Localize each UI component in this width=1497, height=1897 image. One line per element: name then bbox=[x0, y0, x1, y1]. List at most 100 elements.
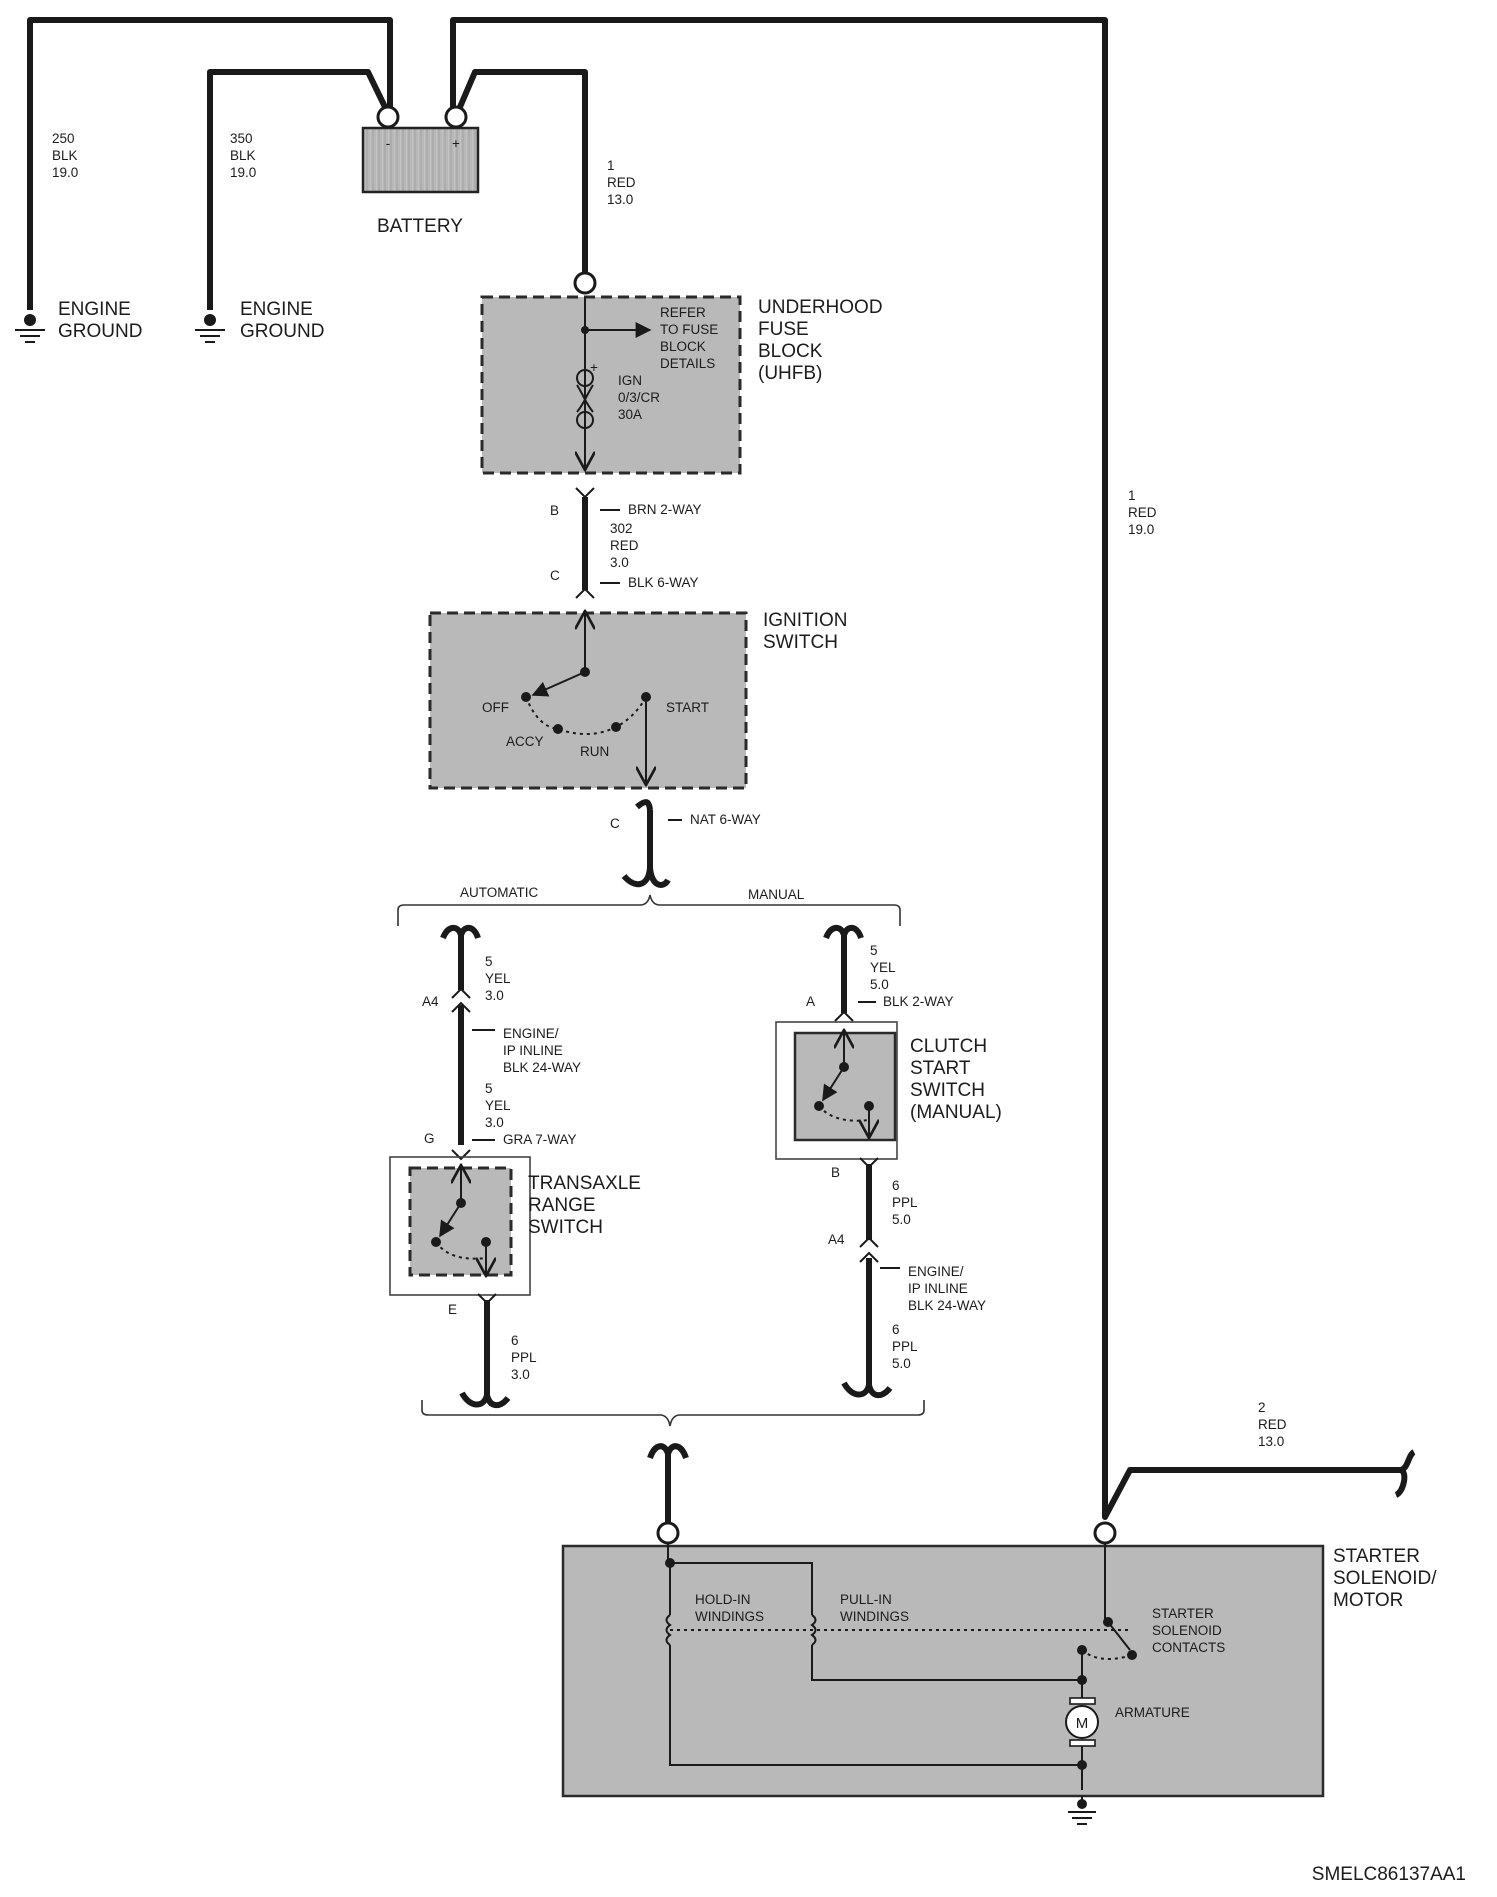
hold-in-windings-label: HOLD-IN WINDINGS bbox=[695, 1592, 764, 1624]
auto-conn-a4-pin: A4 bbox=[422, 994, 439, 1009]
refer-fuse-details-label: REFER TO FUSE BLOCK DETAILS bbox=[660, 305, 718, 371]
fuse-plus-mark: + bbox=[590, 360, 598, 375]
svg-text:BLK 6-WAY: BLK 6-WAY bbox=[628, 575, 699, 590]
manual-top-connector bbox=[823, 924, 864, 1022]
starter-solenoid-motor: M HOLD-IN WINDINGS PULL-IN WINDINGS STAR… bbox=[561, 1543, 1325, 1798]
svg-text:6: 6 bbox=[892, 1178, 900, 1193]
manual-wire-6-ppl-mid-label: 6 PPL 5.0 bbox=[892, 1178, 918, 1227]
svg-text:PPL: PPL bbox=[892, 1195, 918, 1210]
svg-text:WINDINGS: WINDINGS bbox=[695, 1609, 764, 1624]
svg-text:2: 2 bbox=[1258, 1400, 1266, 1415]
svg-text:BLK: BLK bbox=[52, 148, 78, 163]
underhood-fuse-block: + REFER TO FUSE BLOCK DETAILS IGN 0/3/CR… bbox=[480, 295, 742, 475]
svg-text:YEL: YEL bbox=[485, 971, 511, 986]
auto-conn-g: G GRA 7-WAY bbox=[424, 1131, 577, 1161]
armature-motor-icon: M bbox=[1065, 1697, 1099, 1747]
svg-text:BLOCK: BLOCK bbox=[758, 341, 823, 362]
svg-text:ENGINE: ENGINE bbox=[58, 299, 131, 320]
svg-text:DETAILS: DETAILS bbox=[660, 356, 715, 371]
wire-350-blk bbox=[207, 69, 388, 310]
svg-text:BLK: BLK bbox=[230, 148, 256, 163]
svg-text:0/3/CR: 0/3/CR bbox=[618, 390, 660, 405]
svg-text:302: 302 bbox=[610, 521, 633, 536]
svg-text:RED: RED bbox=[1128, 505, 1157, 520]
svg-text:FUSE: FUSE bbox=[758, 319, 809, 340]
battery-label: BATTERY bbox=[377, 216, 463, 237]
svg-text:ENGINE/: ENGINE/ bbox=[908, 1264, 964, 1279]
svg-text:C: C bbox=[610, 816, 620, 831]
ignition-switch: OFF ACCY RUN START bbox=[428, 611, 748, 790]
svg-text:HOLD-IN: HOLD-IN bbox=[695, 1592, 751, 1607]
svg-text:19.0: 19.0 bbox=[1128, 522, 1154, 537]
wire-2-red-label: 2 RED 13.0 bbox=[1258, 1400, 1287, 1449]
auto-wire-5-yel-top-label: 5 YEL 3.0 bbox=[485, 954, 511, 1003]
wire-350-label: 350 BLK 19.0 bbox=[230, 131, 256, 180]
auto-conn-a4-label: ENGINE/ IP INLINE BLK 24-WAY bbox=[472, 1026, 581, 1075]
svg-text:TO FUSE: TO FUSE bbox=[660, 322, 718, 337]
svg-text:(UHFB): (UHFB) bbox=[758, 363, 822, 384]
engine-ground-icon bbox=[15, 314, 45, 343]
svg-text:30A: 30A bbox=[618, 407, 642, 422]
wire-1-red-13-label: 1 RED 13.0 bbox=[607, 158, 636, 207]
transaxle-range-switch-label: TRANSAXLE RANGE SWITCH bbox=[528, 1173, 641, 1238]
svg-text:250: 250 bbox=[52, 131, 75, 146]
svg-text:PULL-IN: PULL-IN bbox=[840, 1592, 892, 1607]
clutch-start-switch-label: CLUTCH START SWITCH (MANUAL) bbox=[910, 1036, 1002, 1123]
manual-conn-a4: A4 ENGINE/ IP INLINE BLK 24-WAY bbox=[828, 1232, 986, 1313]
starter-solenoid-contacts-label: STARTER SOLENOID CONTACTS bbox=[1152, 1606, 1225, 1655]
svg-text:E: E bbox=[448, 1302, 457, 1317]
svg-text:5.0: 5.0 bbox=[870, 977, 889, 992]
branch-brace-bottom bbox=[421, 1400, 925, 1427]
svg-text:A4: A4 bbox=[828, 1232, 845, 1247]
manual-conn-a: A BLK 2-WAY bbox=[806, 994, 954, 1009]
svg-text:B: B bbox=[550, 503, 559, 518]
wire-250-blk bbox=[27, 17, 393, 310]
transaxle-range-switch bbox=[389, 1156, 531, 1296]
merged-connector-to-starter bbox=[647, 1443, 689, 1523]
svg-text:19.0: 19.0 bbox=[230, 165, 256, 180]
svg-text:BLK 24-WAY: BLK 24-WAY bbox=[503, 1060, 581, 1075]
svg-text:TRANSAXLE: TRANSAXLE bbox=[528, 1173, 641, 1194]
svg-text:6: 6 bbox=[511, 1333, 519, 1348]
svg-text:BRN 2-WAY: BRN 2-WAY bbox=[628, 502, 702, 517]
figure-id: SMELC86137AA1 bbox=[1312, 1864, 1466, 1885]
wire-250-label: 250 BLK 19.0 bbox=[52, 131, 78, 180]
battery-pos-mark: + bbox=[452, 136, 460, 151]
svg-text:1: 1 bbox=[1128, 488, 1136, 503]
svg-text:13.0: 13.0 bbox=[1258, 1434, 1284, 1449]
svg-text:3.0: 3.0 bbox=[485, 1115, 504, 1130]
connector-c-nat-6way: C NAT 6-WAY bbox=[610, 799, 761, 888]
svg-text:19.0: 19.0 bbox=[52, 165, 78, 180]
fuse-ign-label: IGN 0/3/CR 30A bbox=[618, 373, 660, 422]
ignition-off-label: OFF bbox=[482, 700, 509, 715]
svg-text:350: 350 bbox=[230, 131, 253, 146]
svg-text:IGN: IGN bbox=[618, 373, 642, 388]
starter-ground-icon bbox=[1068, 1796, 1096, 1825]
svg-text:CLUTCH: CLUTCH bbox=[910, 1036, 987, 1057]
svg-text:STARTER: STARTER bbox=[1333, 1546, 1420, 1567]
svg-text:G: G bbox=[424, 1131, 435, 1146]
svg-text:RED: RED bbox=[607, 175, 636, 190]
armature-label: ARMATURE bbox=[1115, 1705, 1190, 1720]
wire-302-label: 302 RED 3.0 bbox=[610, 521, 639, 570]
wire-1-red-to-starter bbox=[450, 17, 1108, 1500]
svg-text:5.0: 5.0 bbox=[892, 1212, 911, 1227]
svg-text:M: M bbox=[1076, 1715, 1089, 1732]
svg-text:YEL: YEL bbox=[485, 1098, 511, 1113]
engine-ground-label-left: ENGINE GROUND bbox=[58, 299, 142, 342]
svg-text:BLK 2-WAY: BLK 2-WAY bbox=[883, 994, 954, 1009]
pull-in-windings-label: PULL-IN WINDINGS bbox=[840, 1592, 909, 1624]
svg-text:CONTACTS: CONTACTS bbox=[1152, 1640, 1225, 1655]
battery-neg-mark: - bbox=[386, 136, 391, 151]
svg-text:GRA 7-WAY: GRA 7-WAY bbox=[503, 1132, 577, 1147]
wire-2-red bbox=[1102, 1449, 1416, 1520]
wire-1-red-to-fuse bbox=[457, 69, 588, 272]
svg-text:SOLENOID/: SOLENOID/ bbox=[1333, 1568, 1437, 1589]
svg-text:C: C bbox=[550, 568, 560, 583]
svg-text:13.0: 13.0 bbox=[607, 192, 633, 207]
ignition-accy-label: ACCY bbox=[506, 734, 544, 749]
branch-brace-top: AUTOMATIC MANUAL bbox=[397, 885, 901, 926]
svg-text:A: A bbox=[806, 994, 815, 1009]
svg-text:PPL: PPL bbox=[511, 1350, 537, 1365]
underhood-fuse-block-label: UNDERHOOD FUSE BLOCK (UHFB) bbox=[758, 297, 883, 384]
